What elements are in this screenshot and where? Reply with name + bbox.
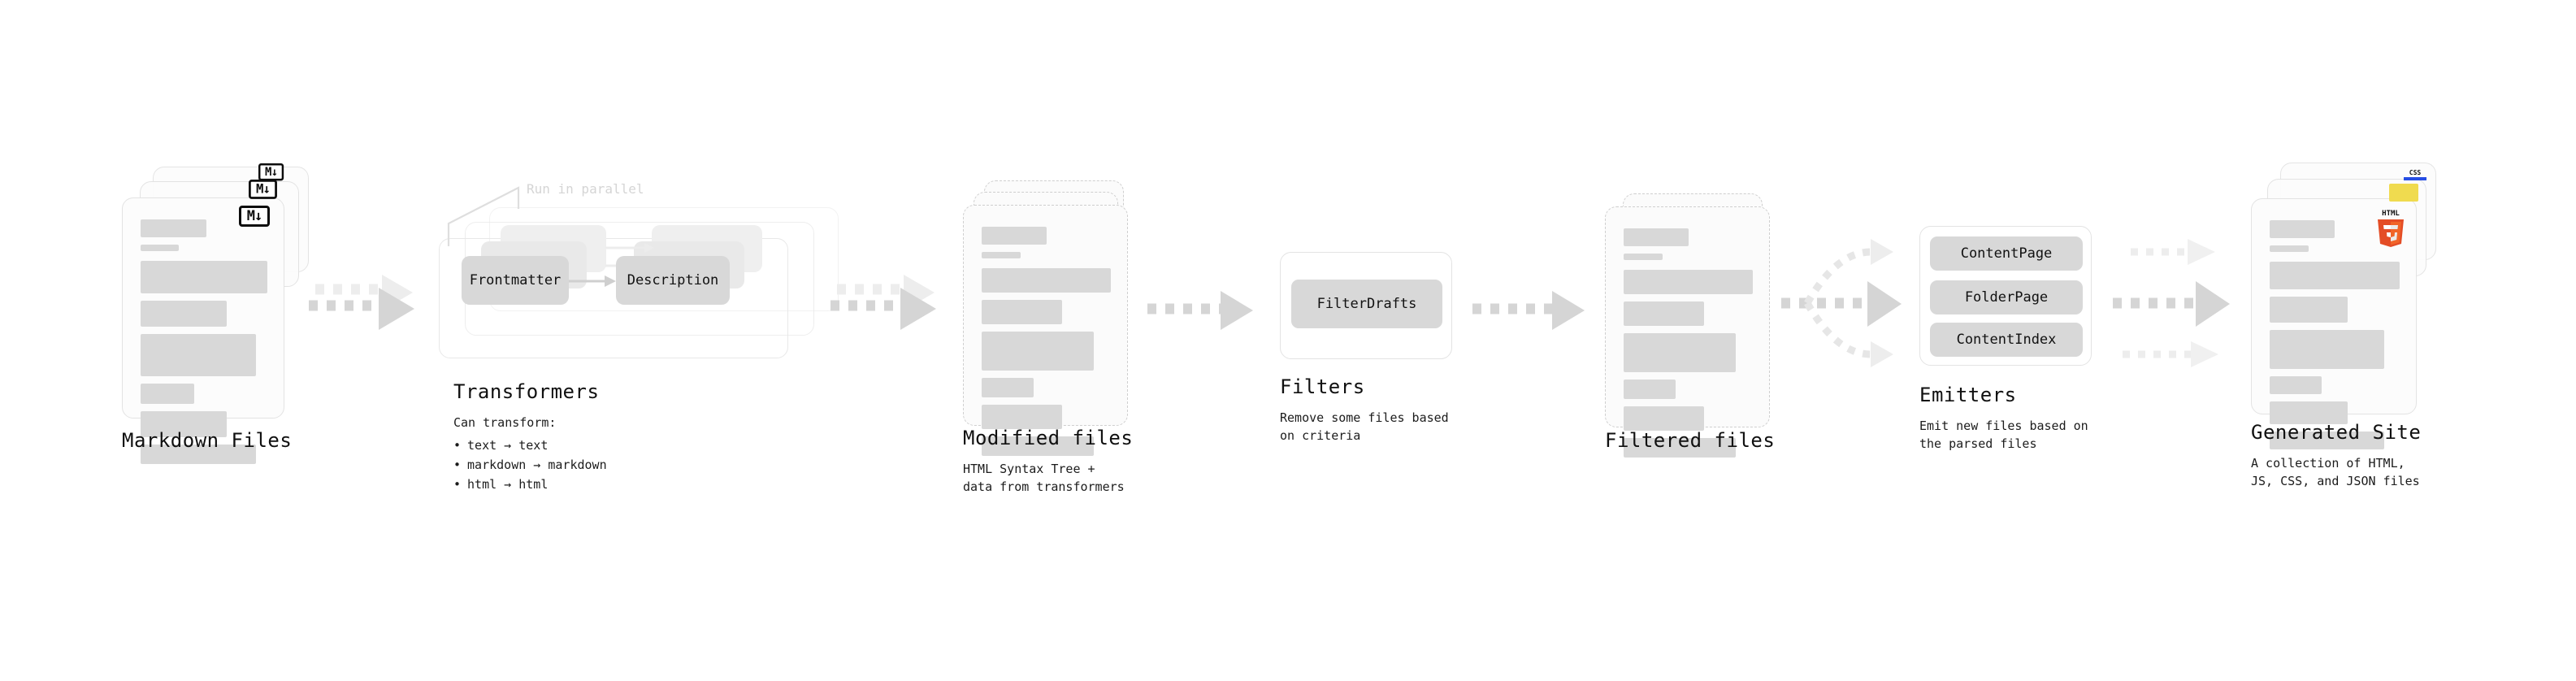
run-in-parallel-bracket (444, 184, 533, 248)
generated-site-stack: CSS HTML (2251, 163, 2446, 449)
svg-text:HTML: HTML (2382, 210, 2400, 218)
markdown-icon-front: M↓ (239, 206, 270, 227)
arrow-filters-to-filtered (1471, 284, 1601, 333)
arrow-transformers-to-modified (829, 268, 951, 333)
transformers-title: Transformers (453, 380, 600, 403)
emitter-chip-contentpage[interactable]: ContentPage (1930, 236, 2083, 271)
modified-doc-content (982, 227, 1111, 463)
markdown-files-title: Markdown Files (122, 429, 293, 452)
markdown-icon-middle: M↓ (249, 180, 277, 199)
filters-subtitle: Remove some files based on criteria (1280, 410, 1449, 443)
markdown-doc-front (122, 197, 284, 464)
filtered-doc-front (1605, 206, 1770, 458)
filtered-files-caption: Filtered files (1605, 429, 1865, 452)
emitter-chip-contentindex[interactable]: ContentIndex (1930, 323, 2083, 357)
arrow-modified-to-filters (1146, 284, 1268, 333)
transformers-group: Frontmatter Description Run in parallel (439, 181, 861, 370)
filters-panel: FilterDrafts (1280, 252, 1452, 359)
modified-doc-front (963, 205, 1128, 456)
transformers-bullet-0: text → text (453, 436, 795, 455)
transformer-node-description[interactable]: Description (616, 256, 730, 305)
filtered-files-title: Filtered files (1605, 429, 1776, 452)
markdown-icon-back: M↓ (258, 163, 284, 181)
modified-files-caption: Modified files HTML Syntax Tree + data f… (963, 427, 1239, 497)
generated-site-title: Generated Site (2251, 421, 2422, 444)
js-icon (2389, 184, 2418, 202)
filter-chip-filterdrafts[interactable]: FilterDrafts (1291, 280, 1442, 328)
filters-title: Filters (1280, 375, 1365, 398)
transformers-bullet-list: text → text markdown → markdown html → h… (453, 436, 795, 494)
generated-site-caption: Generated Site A collection of HTML, JS,… (2251, 421, 2543, 491)
transformer-group-front (439, 238, 788, 358)
arrow-markdown-to-transformers (307, 268, 429, 333)
emitter-chip-folderpage[interactable]: FolderPage (1930, 280, 2083, 314)
html5-icon: HTML (2373, 206, 2405, 247)
markdown-doc-content (141, 219, 267, 471)
transformers-caption: Transformers Can transform: text → text … (453, 380, 795, 494)
arrow-filtered-to-emitters (1780, 234, 1926, 372)
arrow-emitters-to-site (2106, 234, 2253, 372)
transformers-bullet-2: html → html (453, 475, 795, 494)
transformers-bullet-1: markdown → markdown (453, 455, 795, 475)
css-icon: CSS (2402, 166, 2428, 192)
transformer-node-frontmatter[interactable]: Frontmatter (462, 256, 569, 305)
modified-files-title: Modified files (963, 427, 1134, 449)
transformer-inner-arrow (569, 272, 619, 290)
run-in-parallel-label: Run in parallel (527, 181, 644, 197)
emitters-title: Emitters (1919, 384, 2017, 406)
filtered-doc-content (1624, 228, 1753, 465)
transformers-bullets-head: Can transform: (453, 415, 557, 430)
emitters-subtitle: Emit new files based on the parsed files (1919, 419, 2088, 451)
filters-caption: Filters Remove some files based on crite… (1280, 375, 1548, 445)
emitters-caption: Emitters Emit new files based on the par… (1919, 384, 2196, 453)
markdown-files-stack: M↓ M↓ M↓ (122, 163, 309, 464)
modified-files-subtitle: HTML Syntax Tree + data from transformer… (963, 462, 1125, 494)
emitters-panel: ContentPage FolderPage ContentIndex (1919, 226, 2092, 366)
svg-text:CSS: CSS (2409, 169, 2422, 176)
generated-doc-content (2270, 220, 2400, 457)
modified-files-stack (963, 180, 1150, 456)
filtered-files-stack (1605, 193, 1792, 458)
generated-site-subtitle: A collection of HTML, JS, CSS, and JSON … (2251, 456, 2420, 488)
generated-doc-front (2251, 198, 2417, 449)
markdown-files-caption: Markdown Files (122, 429, 382, 452)
